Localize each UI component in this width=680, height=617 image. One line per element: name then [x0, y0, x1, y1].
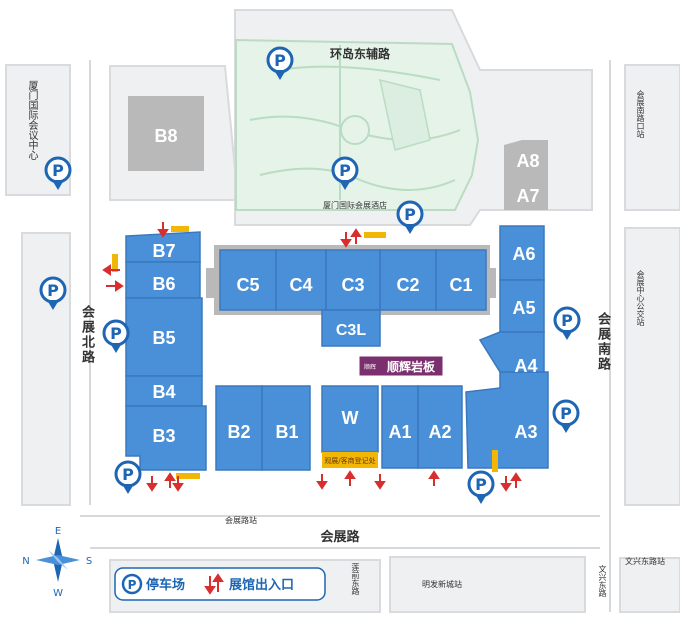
brand-name: 顺辉岩板 — [387, 359, 436, 374]
road-wenxing: 文兴东路 — [598, 565, 607, 597]
hall-A4[interactable]: A4 — [514, 356, 537, 376]
road-east-wrap: 会展南路 — [595, 312, 610, 372]
road-north: 环岛东辅路 — [330, 46, 391, 61]
hall-C1[interactable]: C1 — [449, 275, 472, 295]
brand-logo-text: 顺辉 — [364, 363, 376, 371]
legend-entrance-icon — [204, 573, 224, 595]
parking-symbol: P — [110, 324, 122, 343]
hall-A1[interactable]: A1 — [388, 422, 411, 442]
parking-symbol: P — [47, 281, 59, 300]
lianqian-wrap: 莲前东路 — [351, 563, 360, 595]
legend-parking-symbol: P — [128, 578, 137, 592]
registration-label: 观展/客商登记处 — [324, 456, 375, 465]
station-center-wrap: 会展中心公交站 — [636, 270, 645, 326]
parking-pins: P P P P P P P P — [39, 46, 581, 504]
c-halls — [219, 249, 487, 347]
hall-A8[interactable]: A8 — [516, 151, 539, 171]
arrow-c3-top — [340, 228, 362, 248]
hall-B2[interactable]: B2 — [227, 422, 250, 442]
parking-symbol: P — [560, 404, 572, 423]
conference-label: 厦门国际会议中心 — [26, 80, 37, 160]
parking-north[interactable]: P — [266, 46, 294, 80]
parking-a5[interactable]: P — [553, 306, 581, 340]
parking-symbol: P — [339, 161, 351, 180]
station-huizhan-north: 会展南路口站 — [636, 90, 645, 138]
hall-C3[interactable]: C3 — [341, 275, 364, 295]
parking-symbol: P — [274, 51, 286, 70]
hall-A7[interactable]: A7 — [516, 186, 539, 206]
hall-B5[interactable]: B5 — [152, 328, 175, 348]
road-lianqian: 莲前东路 — [351, 563, 360, 595]
gray-halls — [128, 96, 548, 210]
hall-W[interactable]: W — [342, 408, 359, 428]
road-lines — [80, 60, 611, 612]
hall-C5[interactable]: C5 — [236, 275, 259, 295]
hall-C2[interactable]: C2 — [396, 275, 419, 295]
legend-entrance-label: 展馆出入口 — [229, 577, 294, 593]
arrow-top-b7 — [157, 222, 169, 238]
hall-A3[interactable]: A3 — [514, 422, 537, 442]
parking-b5[interactable]: P — [102, 319, 130, 353]
parking-symbol: P — [475, 475, 487, 494]
parking-symbol: P — [561, 311, 573, 330]
parking-symbol: P — [122, 465, 134, 484]
road-south: 会展路 — [320, 529, 360, 545]
conference-label-wrap: 厦门国际会议中心 — [26, 80, 37, 160]
legend: P 停车场 展馆出入口 — [114, 567, 326, 601]
hall-C3L[interactable]: C3L — [336, 322, 366, 339]
hotel-label: 厦门国际会展酒店 — [323, 200, 387, 210]
hall-labels: B7 B6 B5 B4 B3 B2 B1 W A1 A2 A3 A4 A5 A6… — [152, 241, 537, 446]
legend-parking-label: 停车场 — [146, 577, 185, 593]
station-huizhan-road: 会展路站 — [225, 515, 257, 525]
station-huizhan-center: 会展中心公交站 — [636, 270, 645, 326]
road-east: 会展南路 — [595, 312, 610, 372]
station-minghuo: 明发新城站 — [422, 579, 462, 589]
hall-A6[interactable]: A6 — [512, 244, 535, 264]
compass-s: S — [86, 556, 92, 567]
hall-B3[interactable]: B3 — [152, 426, 175, 446]
compass-e: E — [55, 526, 61, 537]
parking-symbol: P — [52, 161, 64, 180]
parking-hotel[interactable]: P — [396, 200, 424, 234]
station-wenxing: 文兴东路站 — [625, 556, 665, 566]
parking-park[interactable]: P — [331, 156, 359, 190]
parking-symbol: P — [404, 205, 416, 224]
road-west-wrap: 会展北路 — [79, 305, 94, 365]
parking-south[interactable]: P — [467, 470, 495, 504]
wenxing-wrap: 文兴东路 — [598, 565, 607, 597]
parking-west[interactable]: P — [39, 276, 67, 310]
registration-sign — [322, 452, 378, 468]
hall-B1[interactable]: B1 — [275, 422, 298, 442]
compass: E W N S — [22, 526, 92, 599]
hall-A5[interactable]: A5 — [512, 298, 535, 318]
entrance-arrows — [102, 222, 522, 492]
hall-B7[interactable]: B7 — [152, 241, 175, 261]
hall-C4[interactable]: C4 — [289, 275, 312, 295]
parking-a3[interactable]: P — [552, 399, 580, 433]
park — [235, 38, 480, 211]
hall-B6[interactable]: B6 — [152, 274, 175, 294]
road-west: 会展北路 — [79, 305, 94, 365]
legend-parking-icon — [121, 573, 143, 595]
parking-b3[interactable]: P — [114, 460, 142, 494]
compass-w: W — [53, 588, 63, 599]
compass-n: N — [22, 556, 29, 567]
brand-banner: 顺辉 顺辉岩板 — [359, 356, 443, 376]
hall-A2[interactable]: A2 — [428, 422, 451, 442]
hall-B4[interactable]: B4 — [152, 382, 175, 402]
registration-signs: 观展/客商登记处 — [112, 226, 498, 479]
parking-conference[interactable]: P — [44, 156, 72, 190]
hall-B8[interactable]: B8 — [154, 126, 177, 146]
station-north-wrap: 会展南路口站 — [636, 90, 645, 138]
